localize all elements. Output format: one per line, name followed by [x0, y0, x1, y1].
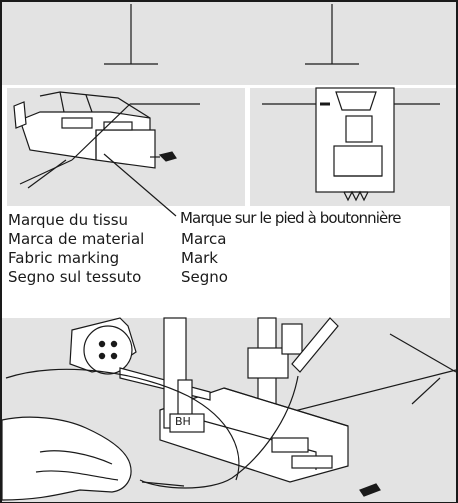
bh-lever-badge: BH: [175, 415, 191, 428]
bottom-foot-drawing: [5, 317, 457, 497]
foot-mark-label-it: Segno: [181, 268, 228, 286]
foot-mark-label-fr: Marque sur le pied à boutonnière: [180, 209, 401, 227]
foot-mark-label-es: Marca: [181, 230, 227, 248]
foot-mark-label-en: Mark: [181, 249, 218, 267]
fabric-mark-label-it: Segno sul tessuto: [8, 268, 142, 286]
left-foot-drawing: [13, 91, 200, 185]
right-foot-drawing: [262, 87, 440, 202]
hand-drawing: [1, 416, 132, 501]
right-gray-column: [450, 88, 456, 318]
label-pointers: [27, 153, 177, 217]
fabric-mark-label-fr: Marque du tissu: [8, 211, 129, 229]
top-t-marks: [104, 4, 359, 65]
fabric-mark-label-en: Fabric marking: [8, 249, 120, 267]
fabric-mark-label-es: Marca de material: [8, 230, 145, 248]
top-gray-band: [2, 2, 456, 86]
